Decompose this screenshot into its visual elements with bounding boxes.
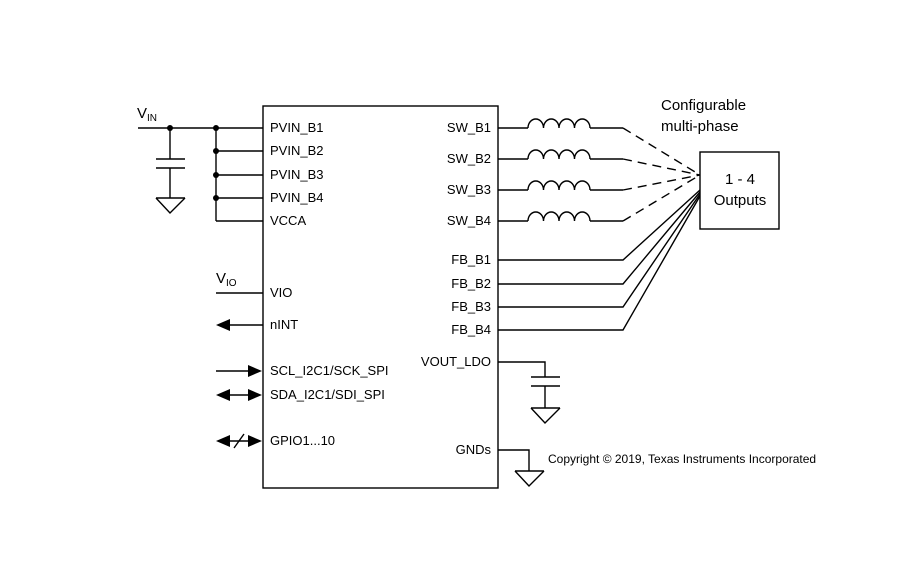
pin-vout-ldo: VOUT_LDO bbox=[421, 354, 491, 369]
fb-b1-wire bbox=[498, 189, 701, 261]
nint-arrow-icon bbox=[216, 319, 230, 331]
vout-ldo-capacitor-icon bbox=[498, 361, 560, 408]
output-box-line1: 1 - 4 bbox=[725, 171, 755, 188]
pin-fb-b3: FB_B3 bbox=[451, 299, 491, 314]
gnds-wire bbox=[498, 449, 530, 471]
pin-fb-b4: FB_B4 bbox=[451, 322, 491, 337]
fb-b3-wire bbox=[498, 193, 701, 308]
pvin-b2-dot bbox=[213, 148, 219, 154]
sw-b2-inductor-icon bbox=[498, 149, 623, 160]
pin-vio: VIO bbox=[270, 285, 292, 300]
copyright-text: Copyright © 2019, Texas Instruments Inco… bbox=[548, 452, 816, 466]
pin-pvin-b1: PVIN_B1 bbox=[270, 120, 323, 135]
vout-ldo-ground-icon bbox=[530, 407, 561, 425]
sw-b3-dashed-link bbox=[622, 174, 701, 191]
config-label-line2: multi-phase bbox=[661, 118, 739, 135]
pin-pvin-b3: PVIN_B3 bbox=[270, 167, 323, 182]
pin-fb-b1: FB_B1 bbox=[451, 252, 491, 267]
pin-nint: nINT bbox=[270, 317, 298, 332]
pin-gnds: GNDs bbox=[456, 442, 492, 457]
pin-pvin-b2: PVIN_B2 bbox=[270, 143, 323, 158]
pin-sw-b4: SW_B4 bbox=[447, 213, 491, 228]
pvin-b4-dot bbox=[213, 195, 219, 201]
pin-sda: SDA_I2C1/SDI_SPI bbox=[270, 387, 385, 402]
pin-vcca: VCCA bbox=[270, 213, 306, 228]
pin-fb-b2: FB_B2 bbox=[451, 276, 491, 291]
sw-b2-dashed-link bbox=[622, 158, 701, 176]
pin-gpio: GPIO1...10 bbox=[270, 433, 335, 448]
vin-capacitor-icon bbox=[156, 128, 185, 198]
vin-ground-icon bbox=[155, 197, 186, 215]
pin-scl: SCL_I2C1/SCK_SPI bbox=[270, 363, 389, 378]
sw-b1-dashed-link bbox=[622, 127, 701, 176]
gpio-right-arrow-icon bbox=[248, 435, 262, 447]
pvin-b3-dot bbox=[213, 172, 219, 178]
pin-sw-b3: SW_B3 bbox=[447, 182, 491, 197]
gpio-left-arrow-icon bbox=[216, 435, 230, 447]
pin-pvin-b4: PVIN_B4 bbox=[270, 190, 323, 205]
output-box bbox=[699, 151, 780, 230]
ic-body bbox=[262, 105, 499, 489]
pin-sw-b1: SW_B1 bbox=[447, 120, 491, 135]
fb-b4-wire bbox=[498, 195, 701, 331]
sw-b4-inductor-icon bbox=[498, 211, 623, 222]
gpio-bus-slash-icon bbox=[233, 433, 245, 449]
config-label-line1: Configurable bbox=[661, 97, 746, 114]
gnds-ground-icon bbox=[514, 470, 545, 488]
vio-label: VIO bbox=[216, 270, 237, 289]
scl-arrow-icon bbox=[248, 365, 262, 377]
sda-left-arrow-icon bbox=[216, 389, 230, 401]
sda-right-arrow-icon bbox=[248, 389, 262, 401]
vin-label: VIN bbox=[137, 105, 157, 124]
fb-b2-wire bbox=[498, 191, 701, 285]
sw-b1-inductor-icon bbox=[498, 118, 623, 129]
output-box-line2: Outputs bbox=[714, 192, 767, 209]
pin-sw-b2: SW_B2 bbox=[447, 151, 491, 166]
sw-b3-inductor-icon bbox=[498, 180, 623, 191]
sw-b4-dashed-link bbox=[622, 174, 701, 222]
